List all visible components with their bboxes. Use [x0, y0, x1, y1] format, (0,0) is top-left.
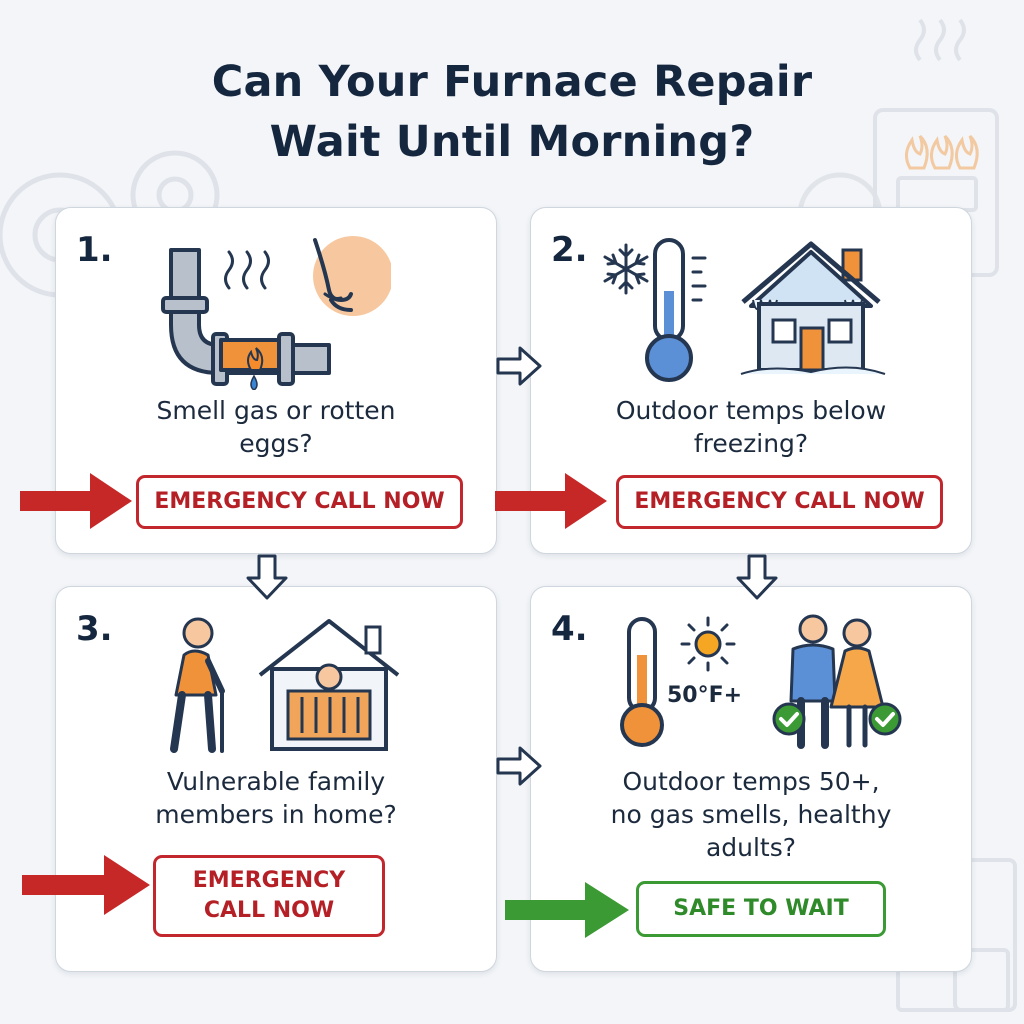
green-arrow-icon	[505, 882, 629, 938]
frozen-house-icon	[740, 241, 886, 375]
red-arrow-icon	[495, 473, 607, 529]
step-card-2: 2. Outdoor temps below freezing? EMERGE	[530, 207, 972, 554]
step-number: 3.	[76, 609, 113, 649]
flame-icon	[905, 134, 979, 170]
sun-icon	[680, 616, 736, 672]
snowflake-icon	[603, 243, 649, 295]
flow-arrow-right-icon	[496, 746, 542, 786]
step-number: 4.	[551, 609, 588, 649]
step-question: Outdoor temps below freezing?	[615, 396, 887, 458]
baby-crib-house-icon	[258, 619, 400, 751]
emergency-call-badge: EMERGENCY CALL NOW	[153, 855, 385, 937]
nose-icon	[313, 236, 391, 316]
step-question: Outdoor temps 50+, no gas smells, health…	[610, 767, 892, 862]
thermometer-icon	[645, 238, 707, 382]
emergency-call-badge: EMERGENCY CALL NOW	[136, 475, 463, 529]
step-question: Vulnerable family members in home?	[155, 767, 397, 829]
elderly-person-icon	[170, 617, 225, 753]
emergency-call-badge: EMERGENCY CALL NOW	[616, 475, 943, 529]
step-card-1: 1. Smell gas or rotten eggs? EMERGENCY C…	[55, 207, 497, 554]
page-title: Can Your Furnace Repair Wait Until Morni…	[211, 57, 813, 167]
red-arrow-icon	[22, 855, 150, 915]
step-question: Smell gas or rotten eggs?	[156, 396, 396, 458]
flow-arrow-down-icon	[246, 554, 288, 600]
step-number: 1.	[76, 230, 113, 270]
flow-arrow-down-icon	[736, 554, 778, 600]
safe-to-wait-badge: SAFE TO WAIT	[636, 881, 886, 937]
healthy-adults-icon	[772, 614, 902, 749]
thermometer-icon	[620, 617, 664, 747]
gas-pipe-icon	[161, 248, 331, 390]
step-card-3: 3. Vulnerable family members in home? EM…	[55, 586, 497, 972]
step-number: 2.	[551, 230, 588, 270]
flow-arrow-right-icon	[496, 346, 542, 386]
red-arrow-icon	[20, 473, 132, 529]
temperature-label: 50°F+	[667, 683, 743, 708]
